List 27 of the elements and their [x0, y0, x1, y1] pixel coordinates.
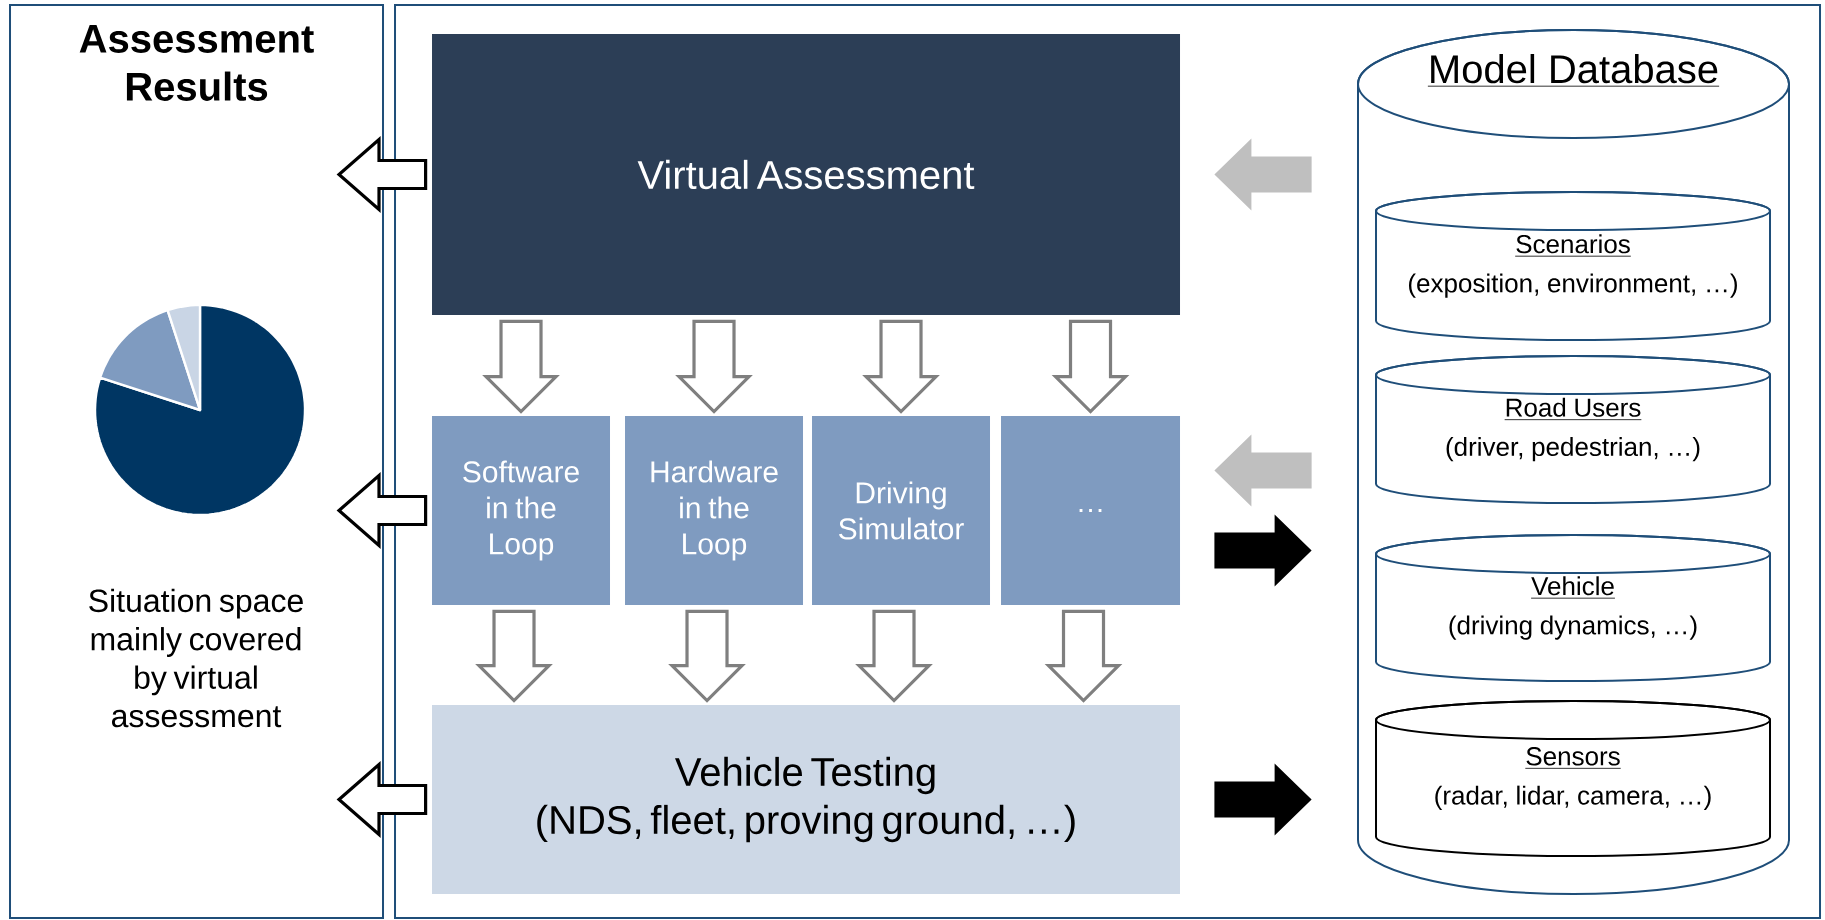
method-box: Software in the Loop: [432, 416, 610, 605]
database-cylinder: Vehicle (driving dynamics, …): [1375, 534, 1771, 682]
block-arrow: [1214, 514, 1312, 587]
database-cylinder: Scenarios (exposition, environment, …): [1375, 191, 1771, 341]
block-arrow: [1214, 763, 1312, 836]
block-arrow: [1051, 319, 1130, 414]
block-arrow: [1214, 434, 1312, 507]
process-box: Vehicle Testing (NDS, fleet, proving ground, …): [432, 705, 1180, 894]
block-arrow: [668, 609, 746, 703]
method-box: Hardware in the Loop: [625, 416, 803, 605]
block-arrow: [855, 609, 933, 703]
process-box: Virtual Assessment: [432, 34, 1180, 315]
block-arrow: [336, 471, 428, 550]
block-arrow: [336, 135, 428, 214]
block-arrow: [336, 760, 428, 839]
assessment-panel: [394, 4, 1821, 919]
block-arrow: [482, 319, 560, 414]
description-text: Situation space mainly covered by virtual assessment: [89, 588, 303, 728]
block-arrow: [675, 319, 753, 414]
block-arrow: [1214, 138, 1312, 211]
database-cylinder: Road Users (driver, pedestrian, …): [1375, 355, 1771, 504]
block-arrow: [475, 609, 553, 703]
method-box: …: [1001, 416, 1180, 605]
block-arrow: [1044, 609, 1123, 703]
database-cylinder: Sensors (radar, lidar, camera, …): [1375, 700, 1771, 857]
method-box: Driving Simulator: [812, 416, 990, 605]
block-arrow: [862, 319, 940, 414]
